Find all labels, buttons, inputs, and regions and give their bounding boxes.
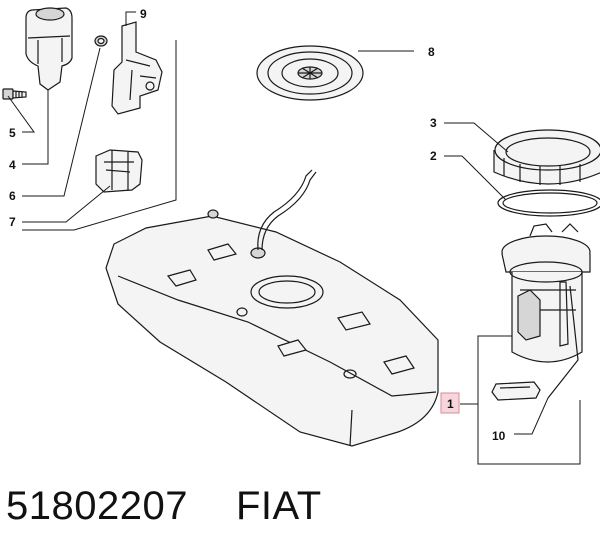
clip-part — [95, 149, 143, 193]
callout-5: 5 — [9, 126, 16, 140]
lock-ring-part — [493, 129, 600, 185]
fuel-tank-part — [105, 169, 439, 447]
callout-3: 3 — [430, 116, 437, 130]
callout-2: 2 — [430, 149, 437, 163]
callout-4: 4 — [9, 158, 16, 172]
footer-caption: 51802207 FIAT — [6, 484, 322, 529]
float-sensor-part — [491, 381, 541, 401]
highlight-box — [440, 392, 460, 414]
fuel-pump-module-part — [501, 223, 591, 399]
callout-7: 7 — [9, 215, 16, 229]
brand-name: FIAT — [235, 484, 322, 528]
o-ring-seal-part — [497, 189, 600, 217]
bolt-part — [2, 88, 27, 100]
part-number: 51802207 — [6, 484, 188, 528]
callout-8: 8 — [428, 45, 435, 59]
callout-10: 10 — [492, 429, 506, 443]
tank-cover-disc-part — [256, 45, 364, 101]
callout-1: 1 — [447, 397, 454, 411]
mounting-bracket-part — [111, 21, 163, 115]
callout-6: 6 — [9, 189, 16, 203]
callout-9: 9 — [140, 7, 147, 21]
small-ring-part — [94, 35, 108, 47]
connector-housing-part — [25, 7, 73, 91]
leader-lines — [7, 11, 581, 465]
